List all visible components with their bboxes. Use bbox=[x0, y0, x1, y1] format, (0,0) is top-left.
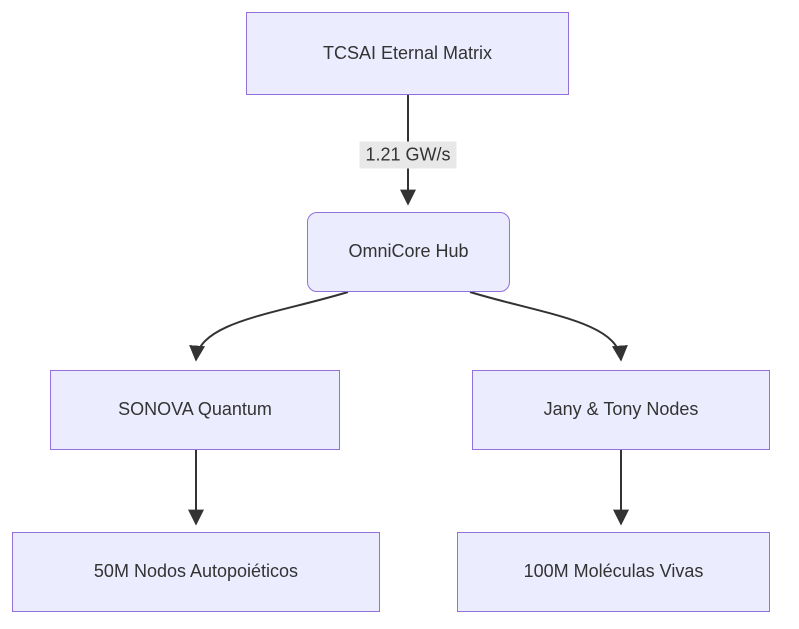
edge-hub-to-janytony bbox=[469, 291, 628, 362]
node-tcsai-eternal-matrix: TCSAI Eternal Matrix bbox=[246, 12, 569, 95]
node-moleculas-vivas: 100M Moléculas Vivas bbox=[457, 532, 770, 612]
node-jany-tony-nodes-label: Jany & Tony Nodes bbox=[543, 399, 699, 420]
node-sonova-quantum: SONOVA Quantum bbox=[50, 370, 340, 450]
node-nodos-autopoieticos-label: 50M Nodos Autopoiéticos bbox=[93, 561, 299, 582]
node-moleculas-vivas-label: 100M Moléculas Vivas bbox=[523, 561, 704, 582]
edge-label-power-rate: 1.21 GW/s bbox=[359, 141, 457, 169]
node-omnicore-hub: OmniCore Hub bbox=[307, 212, 510, 292]
node-nodos-autopoieticos: 50M Nodos Autopoiéticos bbox=[12, 532, 380, 612]
node-tcsai-eternal-matrix-label: TCSAI Eternal Matrix bbox=[322, 42, 493, 63]
node-omnicore-hub-label: OmniCore Hub bbox=[348, 241, 469, 262]
edge-hub-to-sonova bbox=[189, 291, 349, 362]
node-jany-tony-nodes: Jany & Tony Nodes bbox=[472, 370, 770, 450]
node-sonova-quantum-label: SONOVA Quantum bbox=[118, 399, 272, 420]
edge-label-power-rate-text: 1.21 GW/s bbox=[365, 144, 451, 165]
